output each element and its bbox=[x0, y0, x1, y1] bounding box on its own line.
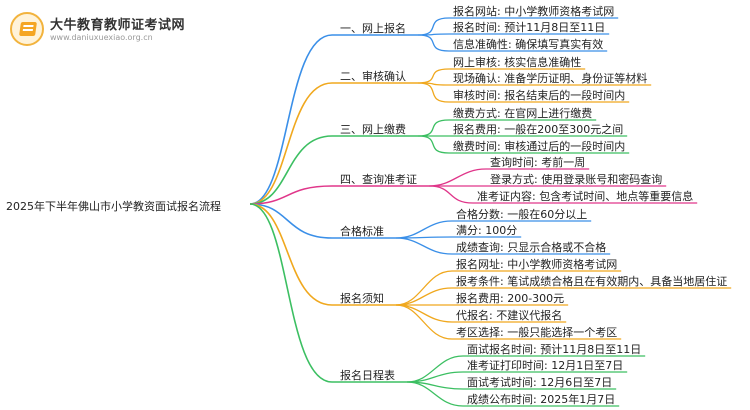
leaf-item: 报名网站: 中小学教师资格考试网 bbox=[453, 5, 615, 18]
leaf-item: 缴费时间: 审核通过后的一段时间内 bbox=[453, 140, 626, 153]
leaf-connector bbox=[417, 68, 450, 84]
leaf-connector bbox=[406, 381, 464, 407]
branch-label: 报名须知 bbox=[340, 292, 384, 305]
leaf-item: 准考证内容: 包含考试时间、地点等重要信息 bbox=[477, 190, 694, 203]
leaf-connector bbox=[417, 119, 450, 137]
leaf-connector bbox=[395, 237, 453, 255]
leaf-connector bbox=[395, 220, 453, 239]
leaf-connector bbox=[395, 270, 453, 306]
leaf-connector bbox=[428, 185, 474, 204]
leaf-item: 缴费方式: 在官网上进行缴费 bbox=[453, 107, 593, 120]
branch-label: 二、审核确认 bbox=[340, 70, 406, 83]
branch-connector bbox=[249, 82, 333, 205]
leaf-item: 合格分数: 一般在60分以上 bbox=[456, 208, 588, 221]
logo-url: www.daniuxuexiao.org.cn bbox=[50, 33, 153, 42]
leaf-connector bbox=[395, 287, 453, 306]
leaf-item: 登录方式: 使用登录账号和密码查询 bbox=[490, 173, 663, 186]
leaf-connector bbox=[417, 34, 450, 52]
leaf-item: 面试考试时间: 12月6日至7日 bbox=[467, 376, 613, 389]
branch-connector bbox=[249, 34, 333, 205]
leaf-connector bbox=[395, 304, 453, 340]
branch-label: 报名日程表 bbox=[340, 369, 395, 382]
leaf-connector bbox=[417, 82, 450, 103]
leaf-item: 准考证打印时间: 12月1日至7日 bbox=[467, 359, 624, 372]
leaf-item: 报名费用: 200-300元 bbox=[456, 292, 565, 305]
leaf-connector bbox=[406, 355, 464, 383]
logo-title: 大牛教育教师证考试网 bbox=[50, 18, 186, 33]
leaf-connector bbox=[428, 168, 487, 187]
leaf-connector bbox=[417, 135, 450, 154]
leaf-item: 满分: 100分 bbox=[456, 224, 518, 237]
leaf-item: 成绩公布时间: 2025年1月7日 bbox=[467, 393, 616, 406]
branch-label: 合格标准 bbox=[340, 225, 384, 238]
leaf-item: 审核时间: 报名结束后的一段时间内 bbox=[453, 89, 626, 102]
branch-label: 四、查询准考证 bbox=[340, 173, 417, 186]
branch-label: 三、网上缴费 bbox=[340, 123, 406, 136]
book-icon bbox=[10, 12, 44, 46]
leaf-item: 报名网址: 中小学教师资格考试网 bbox=[456, 258, 618, 271]
branch-connector bbox=[249, 203, 333, 239]
site-logo[interactable]: 大牛教育教师证考试网 www.daniuxuexiao.org.cn bbox=[10, 8, 260, 48]
branch-connector bbox=[249, 203, 333, 383]
leaf-item: 代报名: 不建议代报名 bbox=[456, 309, 563, 322]
leaf-item: 现场确认: 准备学历证明、身份证等材料 bbox=[453, 72, 648, 85]
leaf-item: 网上审核: 核实信息准确性 bbox=[453, 56, 582, 69]
leaf-connector bbox=[395, 304, 453, 323]
leaf-item: 成绩查询: 只显示合格或不合格 bbox=[456, 241, 607, 254]
leaf-item: 面试报名时间: 预计11月8日至11日 bbox=[467, 343, 642, 356]
branch-connector bbox=[249, 135, 333, 205]
branch-label: 一、网上报名 bbox=[340, 22, 406, 35]
leaf-item: 查询时间: 考前一周 bbox=[490, 156, 586, 169]
branch-connector bbox=[249, 203, 333, 306]
leaf-connector bbox=[417, 17, 450, 36]
leaf-item: 报名费用: 一般在200至300元之间 bbox=[453, 123, 624, 136]
leaf-item: 信息准确性: 确保填写真实有效 bbox=[453, 38, 604, 51]
leaf-item: 报考条件: 笔试成绩合格且在有效期内、具备当地居住证 bbox=[456, 275, 728, 288]
leaf-item: 考区选择: 一般只能选择一个考区 bbox=[456, 326, 618, 339]
root-topic: 2025年下半年佛山市小学教资面试报名流程 bbox=[6, 200, 221, 213]
branch-connector bbox=[249, 185, 333, 205]
leaf-item: 报名时间: 预计11月8日至11日 bbox=[453, 21, 606, 34]
